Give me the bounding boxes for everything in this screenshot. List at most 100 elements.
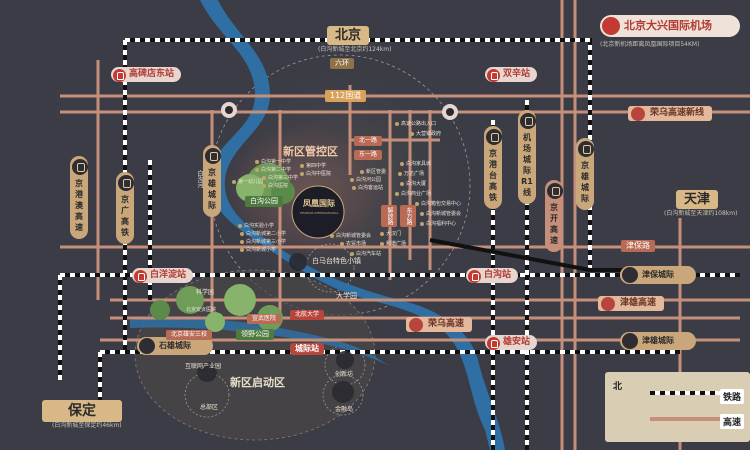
station-baiyangdian: 白洋淀站 (132, 268, 194, 283)
zone-baigou-park: 白沟公园 (245, 196, 283, 207)
rail-jinxiong: 津雄城际 (620, 332, 696, 350)
poi-item: 农贸市场 (340, 240, 366, 247)
station-icon (487, 69, 500, 82)
road-g112: 112国道 (325, 90, 367, 102)
rail-airport-r1: 机场城际R1线 (518, 110, 536, 204)
airport-badge: 北京大兴国际机场 (600, 15, 740, 37)
project-name: 凤凰国际 (303, 199, 335, 208)
legend-highway-line (650, 417, 720, 421)
poi-item: 白沟汽车站 (350, 250, 381, 257)
train-icon (205, 148, 221, 164)
teardrop-markers (221, 102, 458, 120)
zone-baima-town: 白马台特色小镇 (312, 257, 361, 265)
city-beijing-sub: (白沟新城至北京约124km) (318, 46, 392, 53)
zone-guankong: 新区管控区 (283, 145, 338, 158)
rail-jinbao: 津保城际 (620, 266, 696, 284)
station-gaobeidian-east: 高碑店东站 (111, 67, 182, 82)
poi-item: 大营镇政府 (410, 130, 441, 137)
station-baigou: 白沟站 (466, 268, 519, 283)
airport-sub: (北京新机场距离凤凰国际项目54KM) (600, 41, 700, 48)
poi-item: 白沟家具城 (400, 160, 431, 167)
legend-north: 北 (613, 382, 623, 392)
poi-item: 白沟客运站 (352, 184, 383, 191)
poi-item: 白沟第二中学 (255, 166, 291, 173)
poi-item: 和谐广场 (380, 240, 406, 247)
zone-chuangxin: 创新坊 (335, 371, 354, 378)
zone-daxueyuan: 大学园 (336, 292, 357, 300)
road-rongwu-new: 荣乌高速新线 (628, 106, 713, 121)
rail-jingxiong-intercity: 京雄城际 (576, 138, 594, 210)
station-icon (113, 69, 126, 82)
zone-jinrongdao: 金融岛 (335, 406, 354, 413)
road-rongwu: 荣乌高速 (406, 317, 473, 332)
plane-icon (602, 17, 620, 35)
city-beijing: 北京 (327, 26, 370, 45)
rail-jinggang-ao: 京港澳高速 (70, 156, 88, 239)
poi-item: 高速公路出入口 (395, 120, 436, 127)
project-halo (291, 185, 345, 239)
station-icon (134, 270, 147, 283)
poi-item: 白沟新城第二小学 (240, 230, 286, 237)
road-dongyi: 东一路 (354, 150, 383, 160)
tag-xuanwu-hospital: 宣武医院 (247, 314, 282, 324)
station-chengji: 城际站 (290, 343, 324, 355)
poi-item: 第四中学 (300, 162, 326, 169)
poi-item: 白沟福利中心 (420, 220, 456, 227)
river-label: 白沟河 (196, 170, 203, 188)
poi-item: 白沟新城小学 (240, 246, 276, 253)
station-icon (487, 337, 500, 350)
station-icon (468, 270, 481, 283)
train-icon (486, 129, 502, 145)
zone-kexueyuan: 科学园 (196, 289, 215, 296)
city-baoding: 保定 (42, 400, 122, 422)
zone-zongbu: 总部区 (200, 404, 219, 411)
rail-jinggangtai: 京港台高铁 (484, 126, 502, 209)
road-liuhuan: 六环 (330, 58, 354, 69)
road-jinxiong-highway: 津雄高速 (598, 296, 665, 311)
rail-jingguang: 京广高铁 (116, 172, 134, 244)
legend-railway: 铁路 (720, 389, 745, 404)
legend-highway: 高速 (720, 414, 745, 429)
poi-item: 白沟实验小学 (238, 222, 274, 229)
poi-item: 白沟第一中学 (255, 158, 291, 165)
rail-jingxiong: 京雄城际 (203, 145, 221, 217)
rail-shixiong: 石雄城际 (137, 337, 213, 355)
train-icon (622, 333, 638, 349)
project-sub: PHOENIX INTERNATIONAL (300, 211, 339, 215)
poi-item: 白沟医院 (262, 182, 288, 189)
tag-anzhen: 北京安贞医院 (186, 307, 217, 313)
train-icon (139, 338, 155, 354)
poi-item: 新区管委 (360, 168, 386, 175)
city-baoding-sub: (白沟新城至保定约46km) (52, 422, 122, 429)
tag-beijing-xiong: 北京雄安三校 (166, 330, 213, 340)
poi-item: 白沟中医院 (300, 170, 331, 177)
train-icon (622, 267, 638, 283)
city-tianjin-sub: (白沟新城至天津约108km) (664, 210, 738, 217)
airport-name: 北京大兴国际机场 (624, 19, 712, 32)
train-icon (520, 113, 536, 129)
road-jiefang: 解放路 (381, 205, 397, 227)
road-dongfang: 东方路 (400, 205, 416, 227)
car-icon (409, 318, 423, 332)
poi-item: 白沟第三中学 (262, 174, 298, 181)
road-jinbao-road: 津保路 (621, 240, 655, 252)
car-icon (601, 297, 615, 311)
train-icon (118, 175, 134, 191)
poi-item: 万达广场 (398, 170, 424, 177)
poi-item: 白沟新城管委会 (330, 232, 371, 239)
station-xiongan: 雄安站 (485, 335, 538, 350)
car-icon (631, 107, 645, 121)
road-beiyi: 北一路 (354, 136, 383, 146)
zone-lingye-park: 领野公园 (236, 329, 274, 340)
poi-item: 白沟新城第三小学 (240, 238, 286, 245)
train-icon (578, 141, 594, 157)
train-icon (72, 159, 88, 175)
poi-item: 白沟新城管委会 (420, 210, 461, 217)
zone-hulianwang: 互联网产业园 (185, 363, 222, 370)
tag-beihang: 北航大学 (290, 310, 325, 320)
zone-qidong: 新区启动区 (230, 376, 285, 389)
poi-item: 白沟河公园 (350, 176, 381, 183)
poi-item: 大汉门 (380, 230, 401, 237)
poi-item: 白沟大厦 (400, 180, 426, 187)
